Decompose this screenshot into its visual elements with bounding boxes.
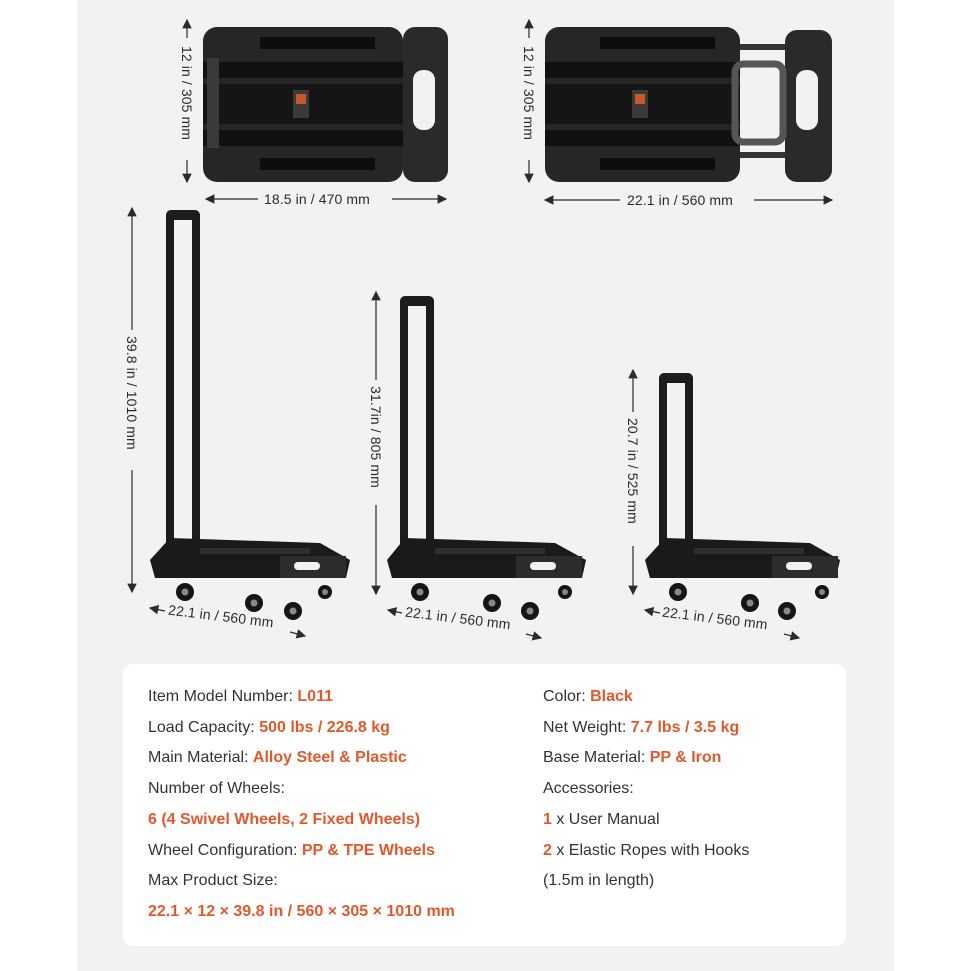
spec-load-capacity: Load Capacity: 500 lbs / 226.8 kg [148,719,390,736]
spec-net-weight: Net Weight: 7.7 lbs / 3.5 kg [543,719,740,736]
dim-top-left-height: 12 in / 305 mm [179,46,195,140]
extended-cart-top-view [545,27,832,182]
spec-accessories-label: Accessories: [543,780,634,797]
cart-tall-handle [150,210,350,620]
spec-accessory-manual: 1 x User Manual [543,811,660,828]
dim-tall-height: 39.8 in / 1010 mm [124,336,140,450]
folded-cart-top-view [203,27,448,182]
specifications-card [123,664,846,946]
spec-accessory-ropes-note: (1.5m in length) [543,872,655,889]
dim-top-right-width: 22.1 in / 560 mm [627,192,733,208]
spec-wheels-label: Number of Wheels: [148,780,285,797]
spec-accessory-ropes: 2 x Elastic Ropes with Hooks [543,842,750,859]
dimension-lines [127,18,834,641]
spec-max-size-value: 22.1 × 12 × 39.8 in / 560 × 305 × 1010 m… [148,903,455,920]
spec-max-size-label: Max Product Size: [148,872,278,889]
spec-model: Item Model Number: L011 [148,688,333,705]
spec-main-material: Main Material: Alloy Steel & Plastic [148,749,407,766]
dim-mid-height: 31.7in / 805 mm [368,386,384,488]
spec-wheels-value: 6 (4 Swivel Wheels, 2 Fixed Wheels) [148,811,421,828]
dim-top-right-height: 12 in / 305 mm [521,46,537,140]
cart-medium-handle [387,296,586,620]
dim-top-left-width: 18.5 in / 470 mm [264,191,370,207]
spec-wheel-configuration: Wheel Configuration: PP & TPE Wheels [148,842,435,859]
spec-base-material: Base Material: PP & Iron [543,749,722,766]
dim-short-height: 20.7 in / 525 mm [625,418,641,524]
spec-color: Color: Black [543,688,633,705]
cart-short-handle [645,373,840,620]
